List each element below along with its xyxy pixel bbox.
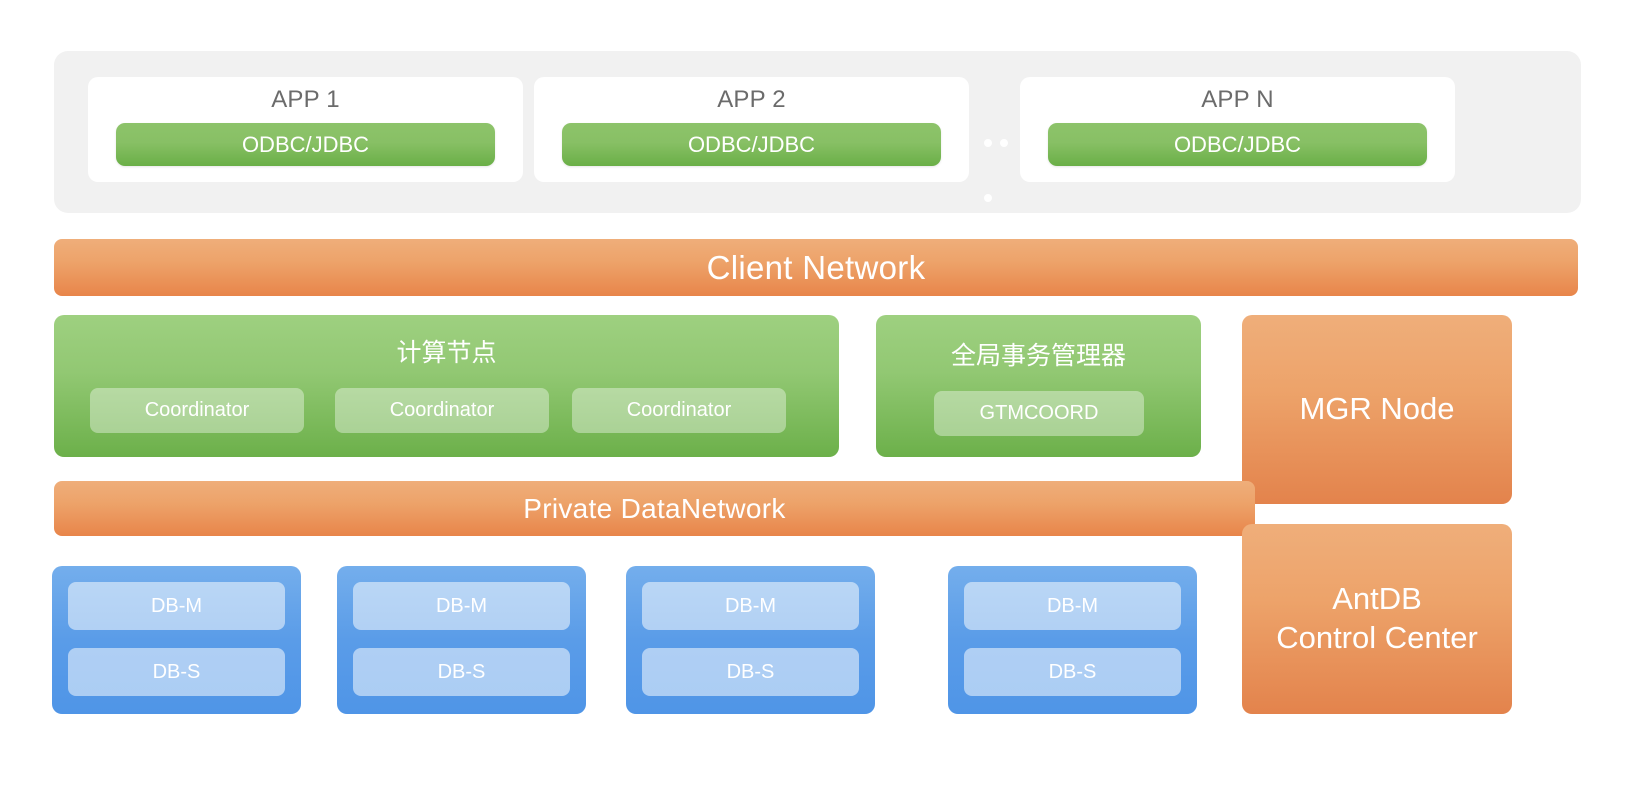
db-master-chip[interactable]: DB-M	[353, 582, 570, 630]
db-group-3: DB-M DB-S	[626, 566, 875, 714]
db-master-chip[interactable]: DB-M	[68, 582, 285, 630]
ellipsis-dot-icon	[984, 139, 992, 147]
db-master-chip[interactable]: DB-M	[964, 582, 1181, 630]
coordinator-chip-2[interactable]: Coordinator	[335, 388, 549, 433]
control-center-label: AntDB Control Center	[1276, 580, 1478, 658]
app-title: APP 2	[717, 86, 786, 113]
compute-node-block: 计算节点 Coordinator Coordinator Coordinator	[54, 315, 839, 457]
db-slave-chip[interactable]: DB-S	[353, 648, 570, 696]
app-title: APP N	[1201, 86, 1274, 113]
db-slave-chip[interactable]: DB-S	[68, 648, 285, 696]
compute-node-title: 计算节点	[396, 339, 497, 367]
app-title: APP 1	[271, 86, 340, 113]
control-center-line1: AntDB	[1332, 581, 1422, 617]
app-card-2[interactable]: APP 2 ODBC/JDBC	[534, 77, 969, 182]
db-group-2: DB-M DB-S	[337, 566, 586, 714]
ellipsis-dot-icon	[1000, 139, 1008, 147]
app-card-1[interactable]: APP 1 ODBC/JDBC	[88, 77, 523, 182]
connector-pill-odbc-jdbc[interactable]: ODBC/JDBC	[116, 123, 495, 166]
coordinator-chip-1[interactable]: Coordinator	[90, 388, 304, 433]
db-slave-chip[interactable]: DB-S	[642, 648, 859, 696]
db-group-1: DB-M DB-S	[52, 566, 301, 714]
private-data-network-bar: Private DataNetwork	[54, 481, 1255, 536]
control-center-line2: Control Center	[1276, 620, 1478, 655]
app-card-n[interactable]: APP N ODBC/JDBC	[1020, 77, 1455, 182]
application-layer-panel: APP 1 ODBC/JDBC APP 2 ODBC/JDBC APP N OD…	[54, 51, 1581, 213]
ellipsis-dot-icon	[984, 194, 992, 202]
client-network-bar: Client Network	[54, 239, 1578, 296]
connector-pill-odbc-jdbc[interactable]: ODBC/JDBC	[1048, 123, 1427, 166]
mgr-node-card[interactable]: MGR Node	[1242, 315, 1512, 504]
connector-pill-odbc-jdbc[interactable]: ODBC/JDBC	[562, 123, 941, 166]
gtmcoord-chip[interactable]: GTMCOORD	[934, 391, 1144, 436]
db-master-chip[interactable]: DB-M	[642, 582, 859, 630]
db-group-4: DB-M DB-S	[948, 566, 1197, 714]
global-transaction-manager-block: 全局事务管理器 GTMCOORD	[876, 315, 1201, 457]
antdb-control-center-card[interactable]: AntDB Control Center	[1242, 524, 1512, 714]
db-slave-chip[interactable]: DB-S	[964, 648, 1181, 696]
gtm-title: 全局事务管理器	[950, 342, 1126, 370]
coordinator-chip-3[interactable]: Coordinator	[572, 388, 786, 433]
